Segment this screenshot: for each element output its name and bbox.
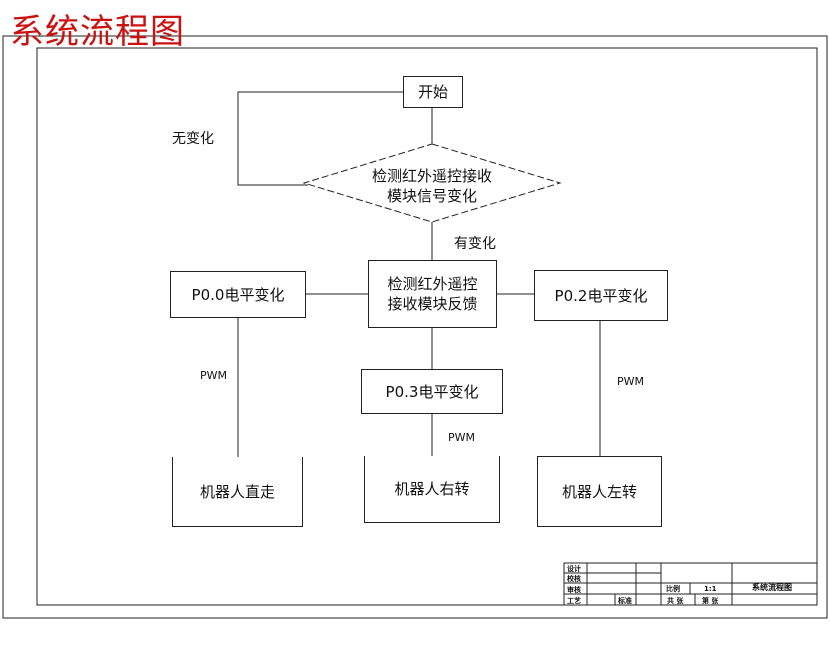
pwm-center-label: PWM xyxy=(448,431,476,444)
connectors xyxy=(237,91,601,457)
tb-scale-label: 比例 xyxy=(666,585,680,593)
tb-standard: 标准 xyxy=(618,597,632,605)
pwm-left-label: PWM xyxy=(200,369,228,382)
feedback-node: 检测红外遥控 接收模块反馈 xyxy=(368,260,497,328)
p03-label: P0.3电平变化 xyxy=(385,382,479,401)
p02-node: P0.2电平变化 xyxy=(534,270,668,321)
tb-craft: 工艺 xyxy=(567,597,581,605)
outer-frame xyxy=(2,35,828,619)
start-node: 开始 xyxy=(403,76,463,108)
right-turn-node: 机器人右转 xyxy=(364,456,500,523)
decision-line-2: 模块信号变化 xyxy=(386,187,477,205)
right-turn-label: 机器人右转 xyxy=(394,480,470,498)
decision-line-1: 检测红外遥控接收 xyxy=(371,167,492,185)
left-turn-node: 机器人左转 xyxy=(537,456,662,527)
inner-frame xyxy=(36,47,818,606)
tb-drawing-title: 系统流程图 xyxy=(752,583,792,592)
start-label: 开始 xyxy=(417,83,448,101)
page-title: 系统流程图 xyxy=(10,12,185,52)
p00-label: P0.0电平变化 xyxy=(191,285,285,304)
p03-node: P0.3电平变化 xyxy=(361,369,503,414)
no-change-label: 无变化 xyxy=(172,131,214,147)
tb-sheet-no: 第 张 xyxy=(702,597,719,605)
tb-sheet-total: 共 张 xyxy=(667,597,684,605)
tb-check: 校核 xyxy=(567,575,581,583)
tb-design: 设计 xyxy=(567,565,581,573)
has-change-label: 有变化 xyxy=(454,236,496,252)
title-block xyxy=(563,562,818,606)
left-turn-label: 机器人左转 xyxy=(561,482,637,501)
straight-label: 机器人直走 xyxy=(199,482,275,501)
p00-node: P0.0电平变化 xyxy=(170,271,306,318)
pwm-right-label: PWM xyxy=(617,375,645,388)
feedback-line-1: 检测红外遥控 xyxy=(387,275,478,293)
straight-node: 机器人直走 xyxy=(172,457,303,527)
tb-scale-value: 1:1 xyxy=(704,585,717,593)
feedback-line-2: 接收模块反馈 xyxy=(387,295,478,313)
decision-diamond xyxy=(302,143,562,223)
tb-review: 审核 xyxy=(567,586,581,594)
decision-node: 检测红外遥控接收 模块信号变化 xyxy=(352,166,512,206)
p02-label: P0.2电平变化 xyxy=(554,286,648,305)
